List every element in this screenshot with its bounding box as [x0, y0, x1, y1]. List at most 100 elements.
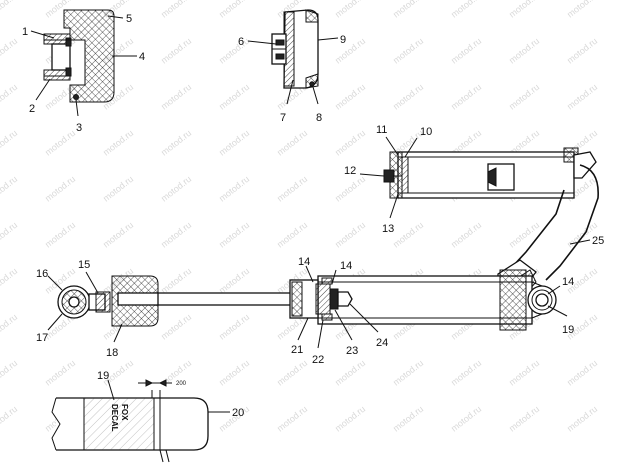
watermark-text: motod.ru	[0, 220, 19, 250]
rod-assembly-callouts: 14 14 21 22 23 24	[291, 256, 388, 366]
watermark-text: motod.ru	[43, 174, 77, 204]
callout-6: 6	[238, 36, 244, 48]
watermark-text: motod.ru	[449, 36, 483, 66]
watermark-text: motod.ru	[0, 36, 19, 66]
callout-2: 2	[29, 103, 35, 115]
callout-19b: 19	[562, 324, 574, 336]
watermark-text: motod.ru	[159, 82, 193, 112]
callout-14b: 14	[340, 260, 352, 272]
callout-10: 10	[420, 126, 432, 138]
decal-line1: FOX	[120, 404, 129, 421]
watermark-text: motod.ru	[159, 220, 193, 250]
watermark-text: motod.ru	[275, 404, 309, 434]
callout-22: 22	[312, 354, 324, 366]
watermark-text: motod.ru	[507, 358, 541, 388]
callout-21: 21	[291, 344, 303, 356]
callout-18: 18	[106, 347, 118, 359]
watermark-text: motod.ru	[217, 358, 251, 388]
watermark-text: motod.ru	[275, 128, 309, 158]
watermark-text: motod.ru	[275, 358, 309, 388]
watermark-text: motod.ru	[449, 220, 483, 250]
detail-cap-callouts: 1 2 3 4 5	[22, 13, 145, 134]
callout-19a: 19	[97, 370, 109, 382]
watermark-text: motod.ru	[159, 128, 193, 158]
watermark-text: motod.ru	[101, 174, 135, 204]
callout-5: 5	[126, 13, 132, 25]
watermark-text: motod.ru	[565, 82, 599, 112]
watermark-text: motod.ru	[507, 82, 541, 112]
watermark-text: motod.ru	[391, 0, 425, 20]
watermark-text: motod.ru	[0, 358, 19, 388]
detail-piston-section	[271, 9, 319, 89]
watermark-text: motod.ru	[217, 82, 251, 112]
callout-7: 7	[280, 112, 286, 124]
watermark-text: motod.ru	[159, 36, 193, 66]
watermark-text: motod.ru	[159, 174, 193, 204]
watermark-text: motod.ru	[333, 0, 367, 20]
reservoir-callouts: 11 10 12 13	[344, 124, 432, 235]
watermark-text: motod.ru	[217, 128, 251, 158]
watermark-text: motod.ru	[333, 358, 367, 388]
callout-25: 25	[592, 235, 604, 247]
watermark-text: motod.ru	[507, 220, 541, 250]
watermark-text: motod.ru	[507, 404, 541, 434]
lower-eye-section	[57, 275, 159, 327]
watermark-text: motod.ru	[333, 220, 367, 250]
callout-11: 11	[376, 124, 387, 136]
watermark-text: motod.ru	[217, 312, 251, 342]
callout-12: 12	[344, 165, 356, 177]
watermark-text: motod.ru	[0, 82, 19, 112]
callout-9: 9	[340, 34, 346, 46]
callout-8: 8	[316, 112, 322, 124]
decal-line2: DECAL	[110, 404, 119, 432]
watermark-text: motod.ru	[449, 82, 483, 112]
eye-mount-callouts: 14 19	[547, 276, 574, 336]
watermark-text: motod.ru	[565, 358, 599, 388]
callout-15: 15	[78, 259, 90, 271]
watermark-text: motod.ru	[217, 0, 251, 20]
watermark-text: motod.ru	[217, 36, 251, 66]
watermark-text: motod.ru	[565, 404, 599, 434]
watermark-text: motod.ru	[391, 358, 425, 388]
callout-16: 16	[36, 268, 48, 280]
callout-20: 20	[232, 407, 244, 419]
watermark-text: motod.ru	[507, 36, 541, 66]
watermark-text: motod.ru	[0, 128, 19, 158]
decal-detail: FOX DECAL	[51, 379, 209, 463]
watermark-text: motod.ru	[565, 36, 599, 66]
watermark-text: motod.ru	[217, 266, 251, 296]
watermark-text: motod.ru	[159, 0, 193, 20]
watermark-text: motod.ru	[449, 0, 483, 20]
watermark-text: motod.ru	[565, 0, 599, 20]
callout-17: 17	[36, 332, 48, 344]
watermark-text: motod.ru	[0, 404, 19, 434]
watermark-text: motod.ru	[0, 312, 19, 342]
callout-23: 23	[346, 345, 358, 357]
callout-13: 13	[382, 223, 394, 235]
main-body-section	[317, 269, 557, 331]
reservoir-section	[383, 147, 597, 199]
watermark-text: motod.ru	[43, 220, 77, 250]
watermark-text: motod.ru	[391, 404, 425, 434]
watermark-text: motod.ru	[275, 220, 309, 250]
watermark-text: motod.ru	[333, 404, 367, 434]
watermark-text: motod.ru	[391, 36, 425, 66]
watermark-text: motod.ru	[217, 220, 251, 250]
callout-3: 3	[76, 122, 82, 134]
watermark-text: motod.ru	[275, 174, 309, 204]
watermark-text: motod.ru	[449, 404, 483, 434]
watermark-text: motod.ru	[449, 358, 483, 388]
watermark-text: motod.ru	[333, 174, 367, 204]
watermark-text: motod.ru	[217, 174, 251, 204]
watermark-text: motod.ru	[159, 312, 193, 342]
watermark-text: motod.ru	[333, 36, 367, 66]
dimension-label: 200	[176, 381, 187, 387]
watermark-text: motod.ru	[507, 0, 541, 20]
detail-piston-callouts: 6 7 8 9	[238, 34, 346, 124]
watermark-text: motod.ru	[101, 220, 135, 250]
watermark-text: motod.ru	[391, 82, 425, 112]
watermark-text: motod.ru	[159, 266, 193, 296]
callout-24: 24	[376, 337, 388, 349]
rod-assembly	[154, 277, 353, 321]
